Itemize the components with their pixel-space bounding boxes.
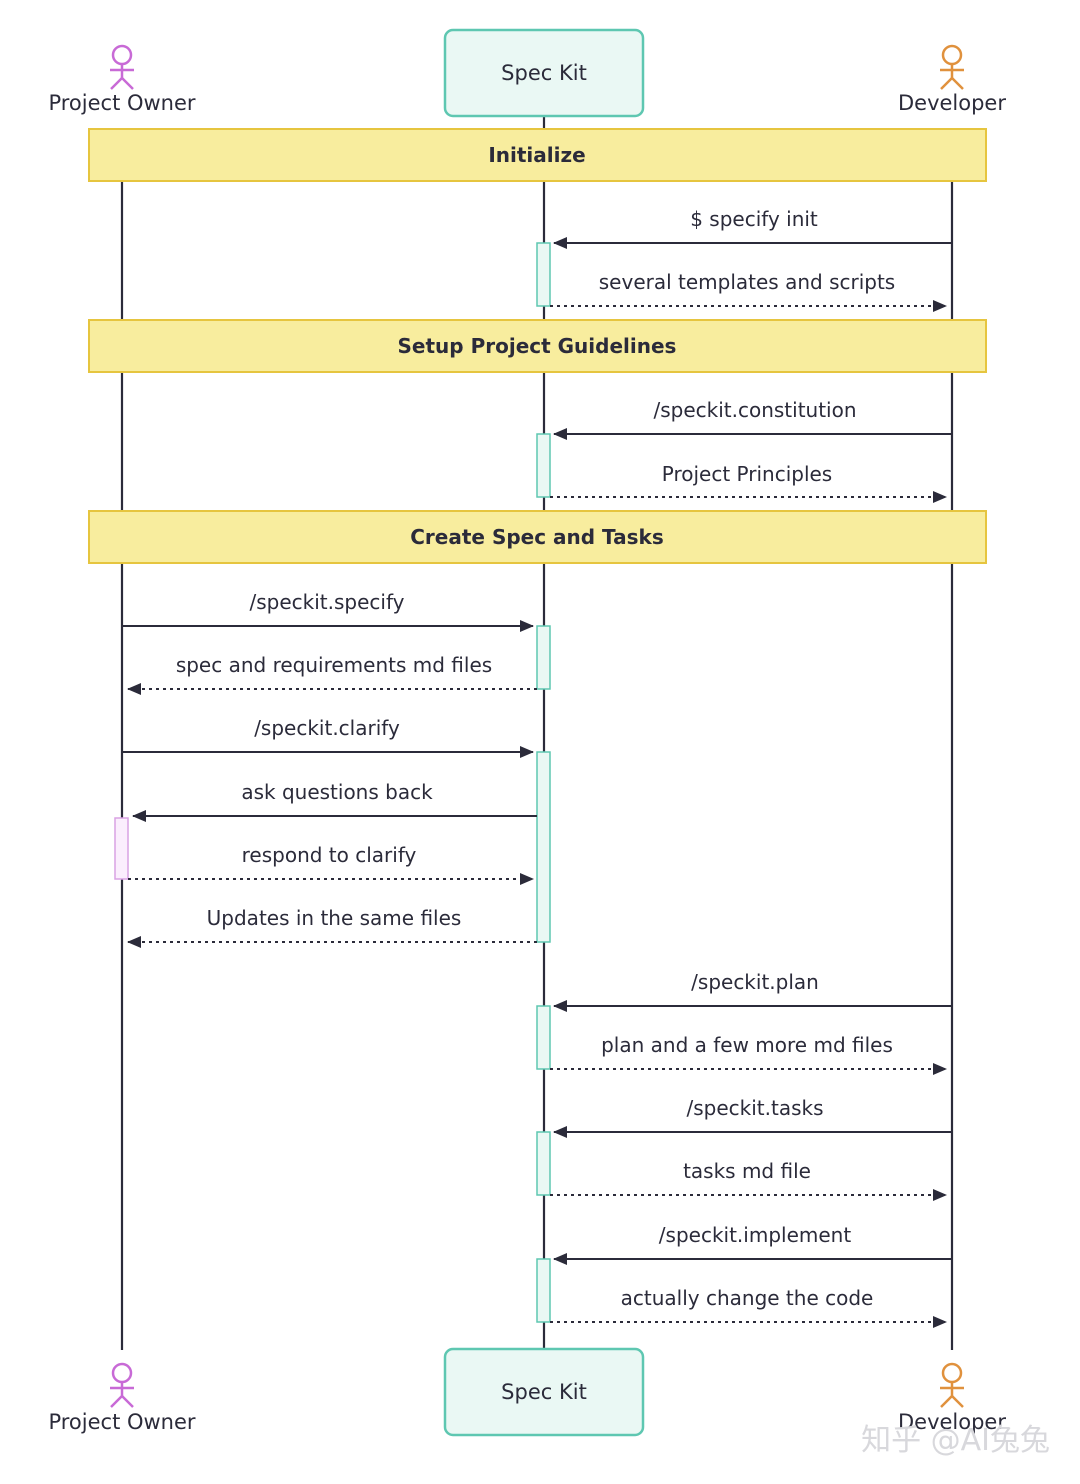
message-label: /speckit.constitution	[653, 398, 856, 422]
section-create: Create Spec and Tasks	[88, 510, 987, 564]
section-label: Create Spec and Tasks	[410, 525, 663, 549]
actor-label-developer: Developer	[898, 1410, 1006, 1434]
message-plan: /speckit.plan	[553, 970, 952, 1012]
message-label: several templates and scripts	[599, 270, 895, 294]
actor-label-speckit: Spec Kit	[501, 61, 587, 85]
message-change-code: actually change the code	[550, 1286, 947, 1328]
message-label: /speckit.clarify	[254, 716, 400, 740]
actor-box	[443, 1347, 645, 1437]
message-label: ask questions back	[241, 780, 433, 804]
message-respond-clarify: respond to clarify	[128, 843, 534, 885]
message-plan-files: plan and a few more md files	[550, 1033, 947, 1075]
actor-speckit-bottom: Spec Kit	[443, 1347, 645, 1437]
message-label: /speckit.specify	[250, 590, 405, 614]
activation-bar-owner	[114, 817, 129, 880]
person-icon	[110, 44, 134, 90]
message-label: Updates in the same files	[207, 906, 462, 930]
message-spec-requirements: spec and requirements md files	[127, 653, 537, 695]
message-label: actually change the code	[621, 1286, 874, 1310]
activation-bar-speckit	[536, 433, 551, 498]
message-tasks: /speckit.tasks	[553, 1096, 952, 1138]
message-label: /speckit.plan	[691, 970, 819, 994]
actor-developer-bottom: Developer	[898, 1362, 1006, 1434]
person-icon	[110, 1362, 134, 1408]
actor-speckit-top: Spec Kit	[443, 28, 645, 118]
section-label: Setup Project Guidelines	[398, 334, 677, 358]
section-label: Initialize	[488, 143, 585, 167]
message-label: Project Principles	[662, 462, 832, 486]
message-specify-init: $ specify init	[553, 207, 952, 249]
message-updates-same-files: Updates in the same files	[127, 906, 537, 948]
message-label: respond to clarify	[242, 843, 417, 867]
actor-developer-top: Developer	[898, 44, 1006, 115]
activation-bar-speckit	[536, 1131, 551, 1196]
message-label: /speckit.tasks	[686, 1096, 823, 1120]
message-tasks-file: tasks md file	[550, 1159, 947, 1201]
section-guidelines: Setup Project Guidelines	[88, 319, 987, 373]
actor-box	[443, 28, 645, 118]
actor-owner-top: Project Owner	[48, 44, 196, 115]
activation-bar-speckit	[536, 625, 551, 690]
watermark: 知乎 @AI兔兔	[861, 1423, 1050, 1458]
section-initialize: Initialize	[88, 128, 987, 182]
actor-owner-bottom: Project Owner	[48, 1362, 196, 1434]
message-templates-scripts: several templates and scripts	[550, 270, 947, 312]
person-icon	[940, 1362, 964, 1408]
message-constitution: /speckit.constitution	[553, 398, 952, 440]
actor-label-speckit: Spec Kit	[501, 1380, 587, 1404]
activation-bar-speckit	[536, 1258, 551, 1323]
message-label: spec and requirements md files	[176, 653, 492, 677]
message-specify: /speckit.specify	[122, 590, 534, 632]
message-ask-questions: ask questions back	[132, 780, 537, 822]
activation-bar-speckit	[536, 751, 551, 943]
actor-label-owner: Project Owner	[48, 91, 195, 115]
message-implement: /speckit.implement	[553, 1223, 952, 1265]
message-label: $ specify init	[690, 207, 818, 231]
activation-bar-speckit	[536, 1005, 551, 1070]
message-clarify: /speckit.clarify	[122, 716, 534, 758]
activation-bar-speckit	[536, 242, 551, 307]
message-label: plan and a few more md files	[601, 1033, 893, 1057]
message-project-principles: Project Principles	[550, 462, 947, 503]
person-icon	[940, 44, 964, 90]
message-label: /speckit.implement	[659, 1223, 852, 1247]
message-label: tasks md file	[683, 1159, 811, 1183]
actor-label-owner: Project Owner	[48, 1410, 195, 1434]
actor-label-developer: Developer	[898, 91, 1006, 115]
